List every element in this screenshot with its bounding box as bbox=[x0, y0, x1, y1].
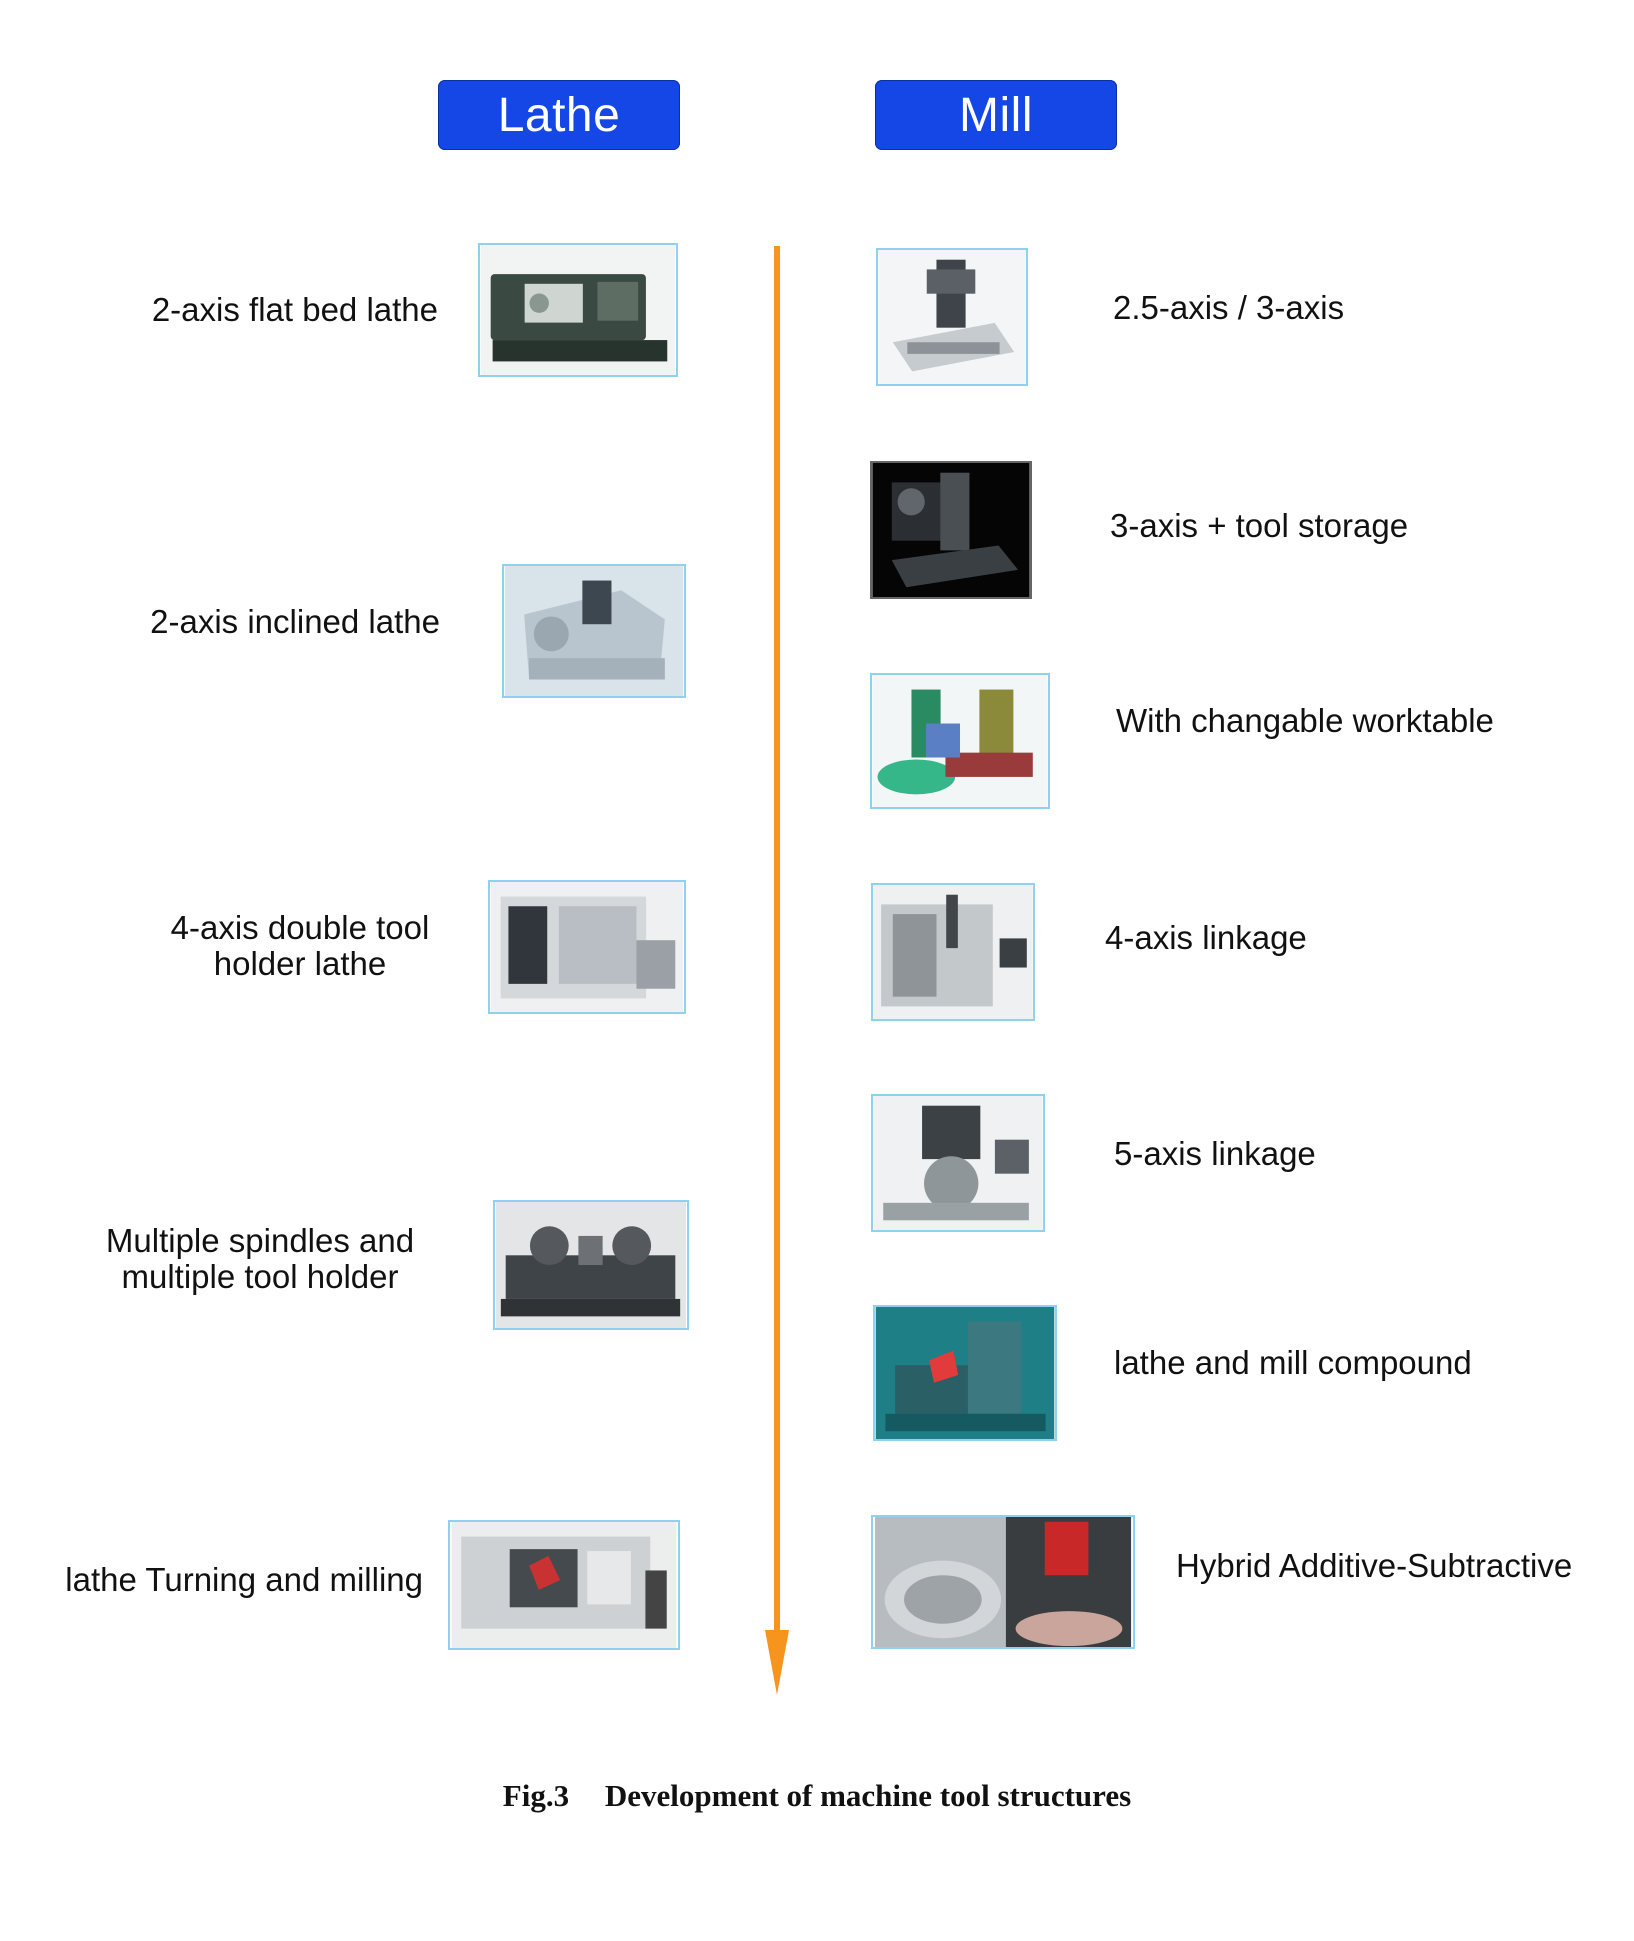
lathe-label-3-line2: holder lathe bbox=[213, 945, 387, 982]
timeline-arrow bbox=[765, 246, 789, 1695]
caption-fig-number: Fig.3 bbox=[502, 1778, 570, 1813]
mill-label-6: lathe and mill compound bbox=[1114, 1344, 1472, 1381]
lathe-label-4-line2: multiple tool holder bbox=[121, 1258, 399, 1295]
mill-label-4: 4-axis linkage bbox=[1105, 919, 1307, 956]
mill-header: Mill bbox=[875, 80, 1117, 150]
lathe-image-4 bbox=[493, 1200, 689, 1330]
lathe-label-4-line1: Multiple spindles and bbox=[105, 1222, 415, 1259]
lathe-label-1: 2-axis flat bed lathe bbox=[151, 291, 438, 328]
lathe-label-3-line1: 4-axis double tool bbox=[170, 909, 430, 946]
mill-label-7: Hybrid Additive-Subtractive bbox=[1176, 1547, 1573, 1584]
caption-text: Development of machine tool structures bbox=[604, 1778, 1132, 1813]
mill-image-6 bbox=[873, 1305, 1057, 1441]
mill-label-3: With changable worktable bbox=[1116, 702, 1494, 739]
mill-label-1: 2.5-axis / 3-axis bbox=[1113, 289, 1345, 326]
mill-image-4 bbox=[871, 883, 1035, 1021]
lathe-image-1 bbox=[478, 243, 678, 377]
lathe-label-4: Multiple spindles and multiple tool hold… bbox=[90, 1223, 430, 1295]
mill-image-7 bbox=[871, 1515, 1135, 1649]
mill-image-3 bbox=[870, 673, 1050, 809]
mill-image-2 bbox=[870, 461, 1032, 599]
lathe-label-3: 4-axis double tool holder lathe bbox=[130, 910, 470, 982]
mill-label-2: 3-axis + tool storage bbox=[1110, 507, 1409, 544]
lathe-label-5: lathe Turning and milling bbox=[65, 1561, 423, 1598]
figure-caption: Fig.3 Development of machine tool struct… bbox=[0, 1778, 1634, 1814]
lathe-label-2: 2-axis inclined lathe bbox=[150, 603, 440, 640]
mill-image-5 bbox=[871, 1094, 1045, 1232]
mill-image-1 bbox=[876, 248, 1028, 386]
lathe-header: Lathe bbox=[438, 80, 680, 150]
lathe-image-3 bbox=[488, 880, 686, 1014]
lathe-image-5 bbox=[448, 1520, 680, 1650]
lathe-image-2 bbox=[502, 564, 686, 698]
mill-label-5: 5-axis linkage bbox=[1114, 1135, 1316, 1172]
